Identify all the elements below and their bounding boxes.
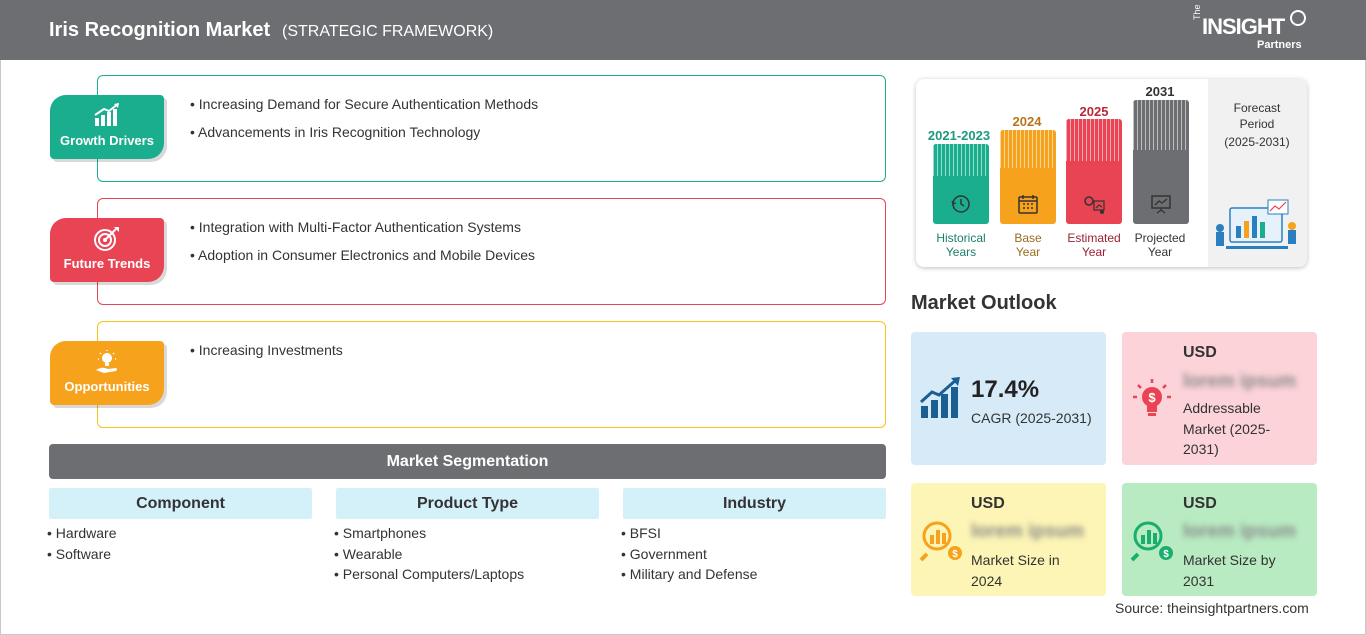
bar-year-base: 2024	[1012, 114, 1042, 129]
cagr-label: CAGR (2025-2031)	[971, 410, 1092, 426]
future-trends-list: • Integration with Multi-Factor Authenti…	[190, 219, 535, 275]
future-trends-label: Future Trends	[63, 256, 151, 271]
growth-drivers-label: Growth Drivers	[60, 133, 154, 148]
list-item: • Government	[621, 545, 707, 562]
list-item: • Wearable	[334, 545, 403, 562]
size-2024-label: Market Size in 2024	[971, 552, 1060, 589]
list-item: • Personal Computers/Laptops	[334, 566, 525, 582]
header-bar: Iris Recognition Market (STRATEGIC FRAME…	[0, 0, 1366, 60]
opportunities-badge: Opportunities	[50, 341, 164, 405]
bar-historical	[933, 144, 989, 224]
bar-stripe	[1133, 100, 1189, 150]
addressable-value: lorem ipsum	[1183, 371, 1296, 392]
segment-heading-component: Component	[49, 488, 312, 519]
size-2031-value: lorem ipsum	[1183, 521, 1296, 542]
bar-year-projected: 2031	[1145, 84, 1175, 99]
list-item: • BFSI	[621, 525, 661, 541]
growth-bars-icon	[918, 376, 962, 420]
presentation-icon	[1149, 193, 1173, 215]
logo-partners: Partners	[1257, 39, 1302, 51]
bar-stripe	[933, 144, 989, 176]
logo-ring-icon	[1290, 10, 1306, 26]
opportunities-label: Opportunities	[64, 379, 150, 394]
size-2031-usd: USD	[1183, 495, 1217, 512]
list-item: • Integration with Multi-Factor Authenti…	[190, 219, 521, 235]
size-2031-label: Market Size by 2031	[1183, 552, 1276, 589]
segment-list-industry: • BFSI • Government • Military and Defen…	[621, 525, 757, 587]
list-item: • Software	[47, 545, 112, 562]
forecast-period-label: Forecast Period (2025-2031)	[1224, 101, 1290, 149]
list-item: • Hardware	[47, 525, 117, 541]
list-item: • Increasing Investments	[190, 342, 343, 358]
opportunities-box	[97, 321, 886, 428]
lightbulb-hand-icon	[50, 349, 164, 373]
growth-chart-icon	[50, 103, 164, 127]
list-item: • Advancements in Iris Recognition Techn…	[190, 124, 481, 140]
segment-list-component: • Hardware • Software	[47, 525, 117, 566]
magnifier-coin-icon: $	[1128, 516, 1174, 562]
insight-partners-logo[interactable]: The INSIGHT Partners	[1192, 4, 1312, 54]
segment-heading-industry: Industry	[623, 488, 886, 519]
forecast-illustration-icon	[1210, 198, 1300, 254]
page-title: Iris Recognition Market	[49, 19, 271, 41]
list-item: • Smartphones	[334, 525, 427, 541]
bar-year-estimated: 2025	[1079, 104, 1109, 119]
bar-projected	[1133, 100, 1189, 224]
segmentation-title: Market Segmentation	[49, 444, 886, 479]
dollar-lightbulb-icon: $	[1130, 377, 1174, 421]
segment-heading-product-type: Product Type	[336, 488, 599, 519]
svg-text:$: $	[952, 549, 958, 560]
list-item: • Adoption in Consumer Electronics and M…	[190, 247, 535, 263]
segment-list-product-type: • Smartphones • Wearable • Personal Comp…	[334, 525, 524, 587]
future-trends-badge: Future Trends	[50, 218, 164, 282]
target-icon	[50, 226, 164, 251]
opportunities-list: • Increasing Investments	[190, 342, 343, 370]
addressable-label: Addressable Market (2025-2031)	[1183, 400, 1271, 457]
cagr-value: 17.4%	[971, 376, 1040, 403]
future-trends-box	[97, 198, 886, 305]
bar-stripe	[1066, 119, 1122, 161]
bar-year-historical: 2021-2023	[927, 128, 991, 143]
bar-stripe	[1000, 130, 1056, 168]
calendar-icon	[1016, 193, 1040, 215]
svg-text:$: $	[1163, 549, 1169, 560]
market-outlook-title: Market Outlook	[911, 292, 1057, 314]
source-link[interactable]: Source: theinsightpartners.com	[1115, 600, 1309, 616]
svg-text:$: $	[1148, 390, 1156, 405]
magnifier-coin-icon: $	[917, 516, 963, 562]
history-clock-icon	[949, 193, 973, 215]
addressable-usd: USD	[1183, 344, 1217, 361]
page-subtitle: (STRATEGIC FRAMEWORK)	[282, 23, 494, 40]
list-item: • Military and Defense	[621, 566, 758, 582]
logo-main: INSIGHT	[1202, 14, 1285, 39]
logo-the: The	[1192, 4, 1202, 20]
settings-chart-icon	[1082, 193, 1106, 215]
growth-drivers-list: • Increasing Demand for Secure Authentic…	[190, 96, 538, 152]
size-2024-value: lorem ipsum	[971, 521, 1084, 542]
size-2024-usd: USD	[971, 495, 1005, 512]
list-item: • Increasing Demand for Secure Authentic…	[190, 96, 539, 112]
growth-drivers-badge: Growth Drivers	[50, 95, 164, 159]
